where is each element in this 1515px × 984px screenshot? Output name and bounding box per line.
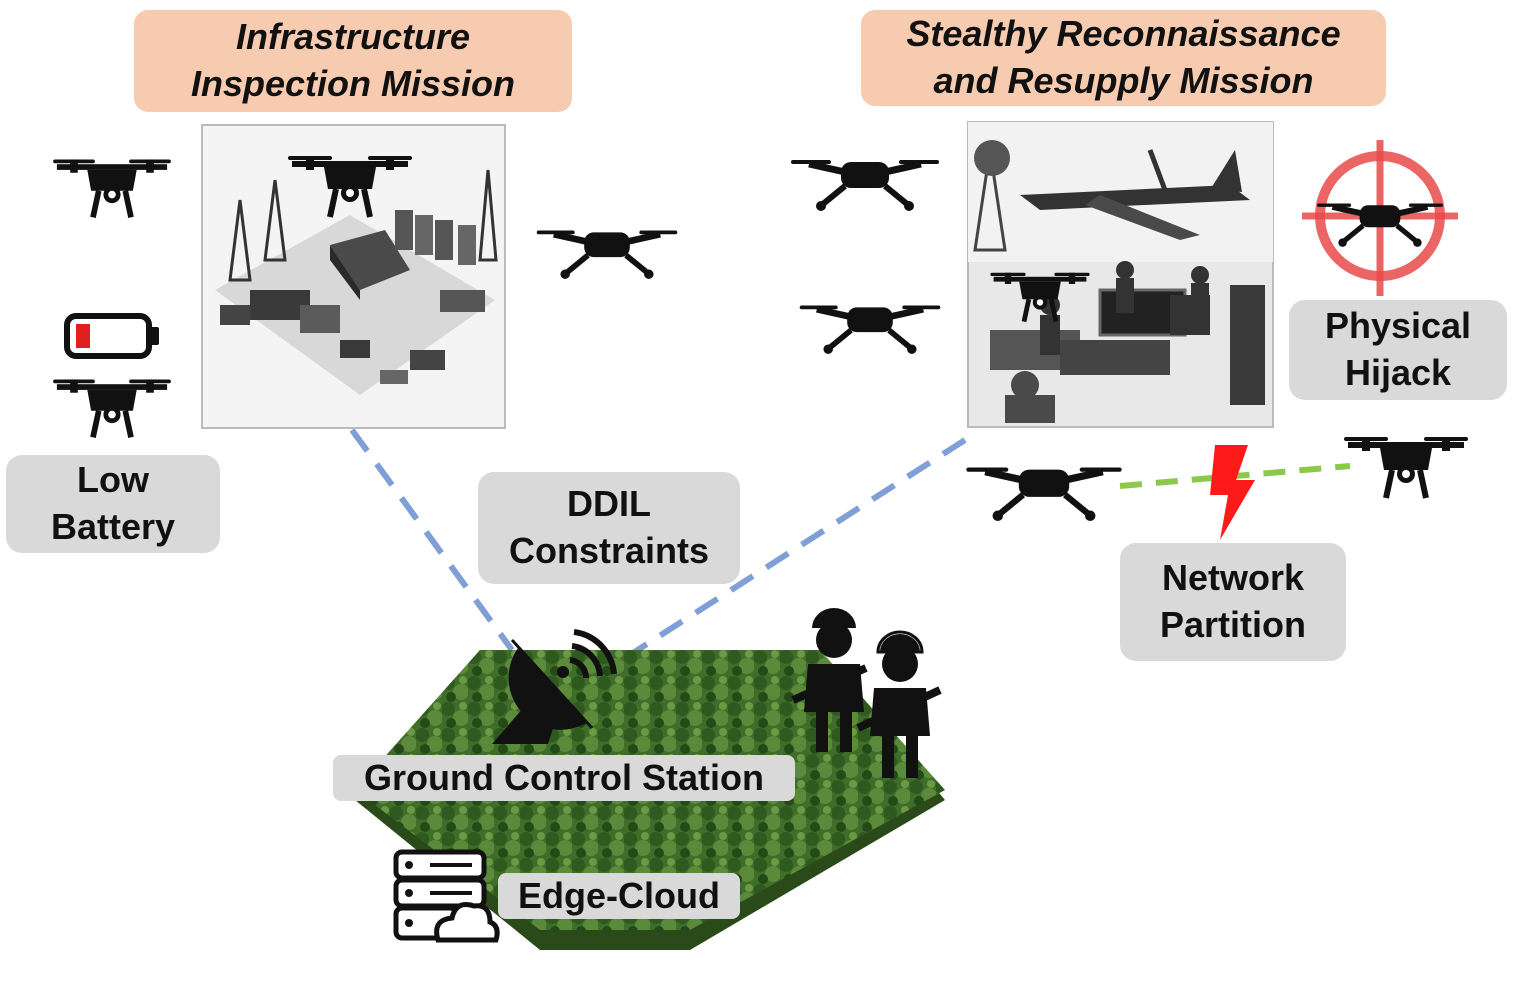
ddil-line1: DDIL: [567, 483, 651, 525]
ddil-line2: Constraints: [508, 530, 710, 571]
infrastructure-title-line2: Inspection Mission: [190, 63, 516, 104]
drone-icon: [537, 231, 678, 279]
stealthy-title-line1: Stealthy Reconnaissance: [906, 13, 1341, 55]
stealthy-mission-image: [967, 121, 1274, 428]
edge-cloud-label: Edge-Cloud: [498, 873, 740, 919]
ground-control-station-text: Ground Control Station: [364, 756, 764, 798]
stealthy-mission-title: Stealthy Reconnaissance and Resupply Mis…: [861, 10, 1386, 106]
ddil-constraints-label: DDIL Constraints: [478, 472, 740, 584]
network-partition-line1: Network: [1161, 557, 1305, 599]
low-battery-line2: Battery: [50, 506, 176, 547]
infrastructure-mission-image: [201, 124, 506, 429]
crosshair-icon: [1302, 140, 1458, 296]
low-battery-icon: [64, 313, 159, 359]
network-partition-line2: Partition: [1159, 604, 1306, 645]
infrastructure-title-line1: Infrastructure: [235, 16, 471, 58]
server-cloud-icon: [393, 849, 500, 943]
lightning-icon: [1210, 445, 1255, 540]
physical-hijack-label: Physical Hijack: [1289, 300, 1507, 400]
link-stealthy-to-station: [620, 437, 967, 663]
physical-hijack-line1: Physical: [1324, 305, 1472, 347]
satellite-dish-icon: [492, 629, 617, 744]
stealthy-title-line2: and Resupply Mission: [933, 60, 1314, 101]
drone-icon: [53, 379, 171, 437]
low-battery-line1: Low: [77, 459, 149, 501]
edge-cloud-text: Edge-Cloud: [518, 874, 720, 916]
infrastructure-mission-title: Infrastructure Inspection Mission: [134, 10, 572, 112]
drone-icon: [1344, 437, 1468, 498]
low-battery-label: Low Battery: [6, 455, 220, 553]
drone-icon: [53, 159, 171, 217]
drone-icon: [966, 468, 1121, 522]
physical-hijack-line2: Hijack: [1344, 352, 1452, 393]
network-partition-label: Network Partition: [1120, 543, 1346, 661]
ground-control-station-label: Ground Control Station: [333, 755, 795, 801]
drone-icon: [800, 306, 941, 354]
soldiers-icon: [791, 608, 942, 778]
drone-icon: [791, 160, 939, 211]
link-infrastructure-to-station: [349, 428, 515, 652]
